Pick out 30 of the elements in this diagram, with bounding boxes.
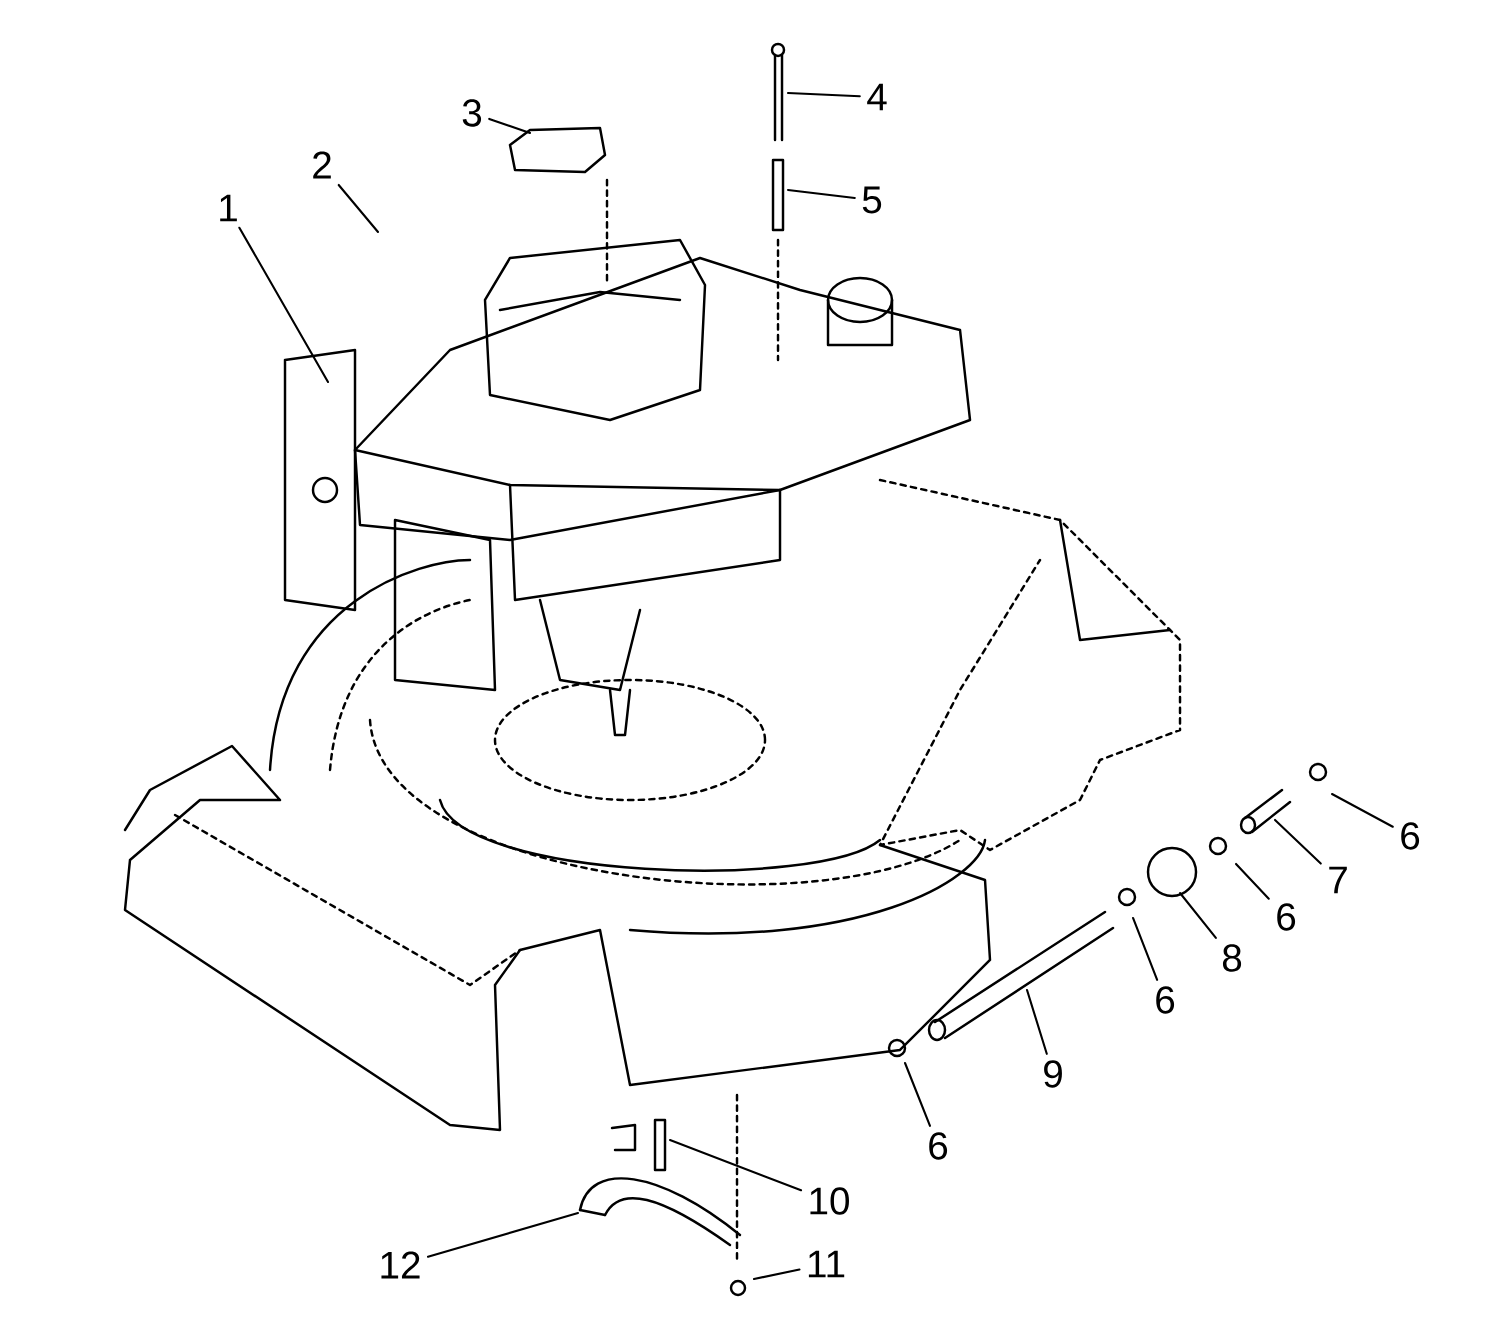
callout-number: 6 xyxy=(929,1132,948,1160)
leader-line xyxy=(238,226,330,384)
callout-number: 1 xyxy=(220,194,237,222)
callout-number: 9 xyxy=(1044,1060,1062,1088)
callout-number: 7 xyxy=(1329,866,1347,894)
leader-line xyxy=(426,1211,580,1258)
leader-line xyxy=(1131,916,1159,981)
leader-line xyxy=(1025,988,1048,1055)
callout-number: 4 xyxy=(867,83,887,111)
leader-line xyxy=(1273,818,1322,865)
callout-number: 6 xyxy=(1277,903,1296,931)
callout-number: 5 xyxy=(862,186,882,214)
leader-line xyxy=(786,91,861,98)
leader-line xyxy=(786,188,856,199)
callout-number: 6 xyxy=(1156,986,1175,1014)
leader-line xyxy=(752,1268,801,1281)
callout-number: 8 xyxy=(1222,944,1242,972)
callout-number: 3 xyxy=(462,99,482,127)
callout-number: 12 xyxy=(381,1251,420,1279)
leader-line xyxy=(668,1138,803,1192)
callout-number: 10 xyxy=(810,1187,849,1215)
callout-number: 11 xyxy=(808,1250,845,1278)
leader-line xyxy=(1234,862,1270,900)
leader-line xyxy=(337,183,380,234)
leader-line xyxy=(488,117,532,135)
leader-line xyxy=(1330,792,1394,828)
callout-number: 6 xyxy=(1401,822,1420,850)
leader-line xyxy=(1178,891,1217,939)
leader-line xyxy=(903,1061,932,1127)
callout-number: 2 xyxy=(313,151,331,179)
